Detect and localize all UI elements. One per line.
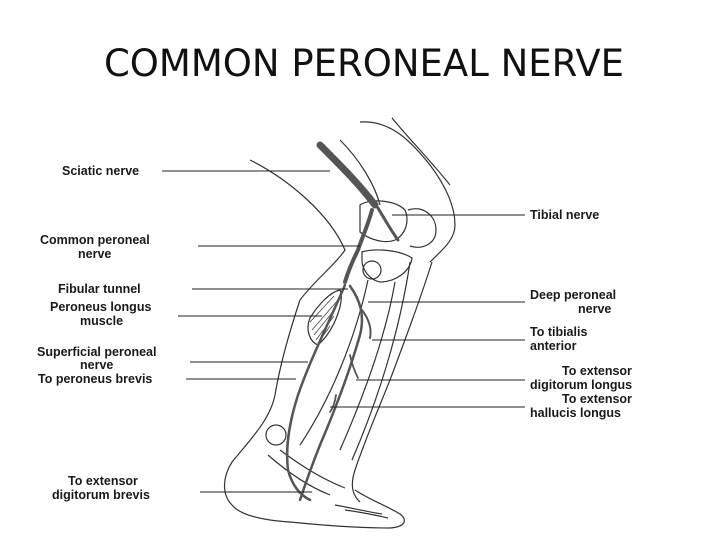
- label-ext-hal-longus-1: To extensor: [562, 392, 632, 406]
- label-deep-peroneal-1: Deep peroneal: [530, 288, 616, 302]
- tibial-nerve-path: [376, 206, 400, 242]
- ankle-bone: [265, 424, 287, 446]
- fibula-head: [362, 260, 382, 280]
- label-ext-dig-brevis-2: digitorum brevis: [52, 488, 150, 502]
- thigh-front-outline: [359, 121, 456, 263]
- deep-peroneal-path: [298, 284, 364, 502]
- peroneus-longus-shape: [307, 289, 342, 346]
- ext-hal-longus-branch: [329, 394, 337, 413]
- label-to-peroneus-brevis: To peroneus brevis: [38, 372, 152, 386]
- label-common-peroneal-1: Common peroneal: [40, 233, 150, 247]
- leg-outline: [223, 117, 456, 529]
- superficial-peroneal-path: [285, 283, 347, 502]
- leader-lines-left: [162, 170, 360, 493]
- label-ext-hal-longus-2: hallucis longus: [530, 406, 621, 420]
- nerves: [285, 141, 400, 502]
- label-peroneus-longus-2: muscle: [80, 314, 123, 328]
- label-fibular-tunnel: Fibular tunnel: [58, 282, 141, 296]
- label-superficial-peroneal-1: Superficial peroneal: [37, 345, 156, 359]
- thigh-inner-line: [339, 139, 381, 206]
- label-ext-dig-longus-2: digitorum longus: [530, 378, 632, 392]
- ext-dig-longus-branch: [349, 354, 359, 379]
- label-to-tibialis-1: To tibialis: [530, 325, 587, 339]
- label-sciatic-nerve: Sciatic nerve: [62, 164, 139, 178]
- femur-condyle: [359, 200, 408, 243]
- common-peroneal-path: [343, 208, 374, 284]
- label-ext-dig-brevis-1: To extensor: [68, 474, 138, 488]
- fibula-shaft: [299, 279, 369, 446]
- foot-outline: [231, 489, 405, 529]
- thigh-back-outline: [223, 159, 346, 506]
- label-deep-peroneal-2: nerve: [578, 302, 611, 316]
- leader-lines-right: [330, 214, 525, 408]
- slide-title: COMMON PERONEAL NERVE: [103, 42, 625, 85]
- toes-outline: [334, 504, 389, 519]
- sciatic-nerve-path: [316, 141, 379, 209]
- thigh-front-outline-2: [391, 117, 451, 186]
- label-peroneus-longus-1: Peroneus longus: [50, 300, 151, 314]
- tibia-shaft: [339, 281, 396, 451]
- peroneus-hatching: [309, 295, 339, 344]
- tibialis-branch: [361, 309, 372, 339]
- foot-bones: [267, 449, 346, 496]
- label-superficial-peroneal-2: nerve: [80, 358, 113, 372]
- patella: [407, 208, 437, 248]
- tibia-shaft-2: [351, 261, 411, 461]
- label-ext-dig-longus-1: To extensor: [562, 364, 632, 378]
- label-common-peroneal-2: nerve: [78, 247, 111, 261]
- tibia-head: [361, 249, 413, 283]
- label-tibial-nerve: Tibial nerve: [530, 208, 599, 222]
- label-to-tibialis-2: anterior: [530, 339, 577, 353]
